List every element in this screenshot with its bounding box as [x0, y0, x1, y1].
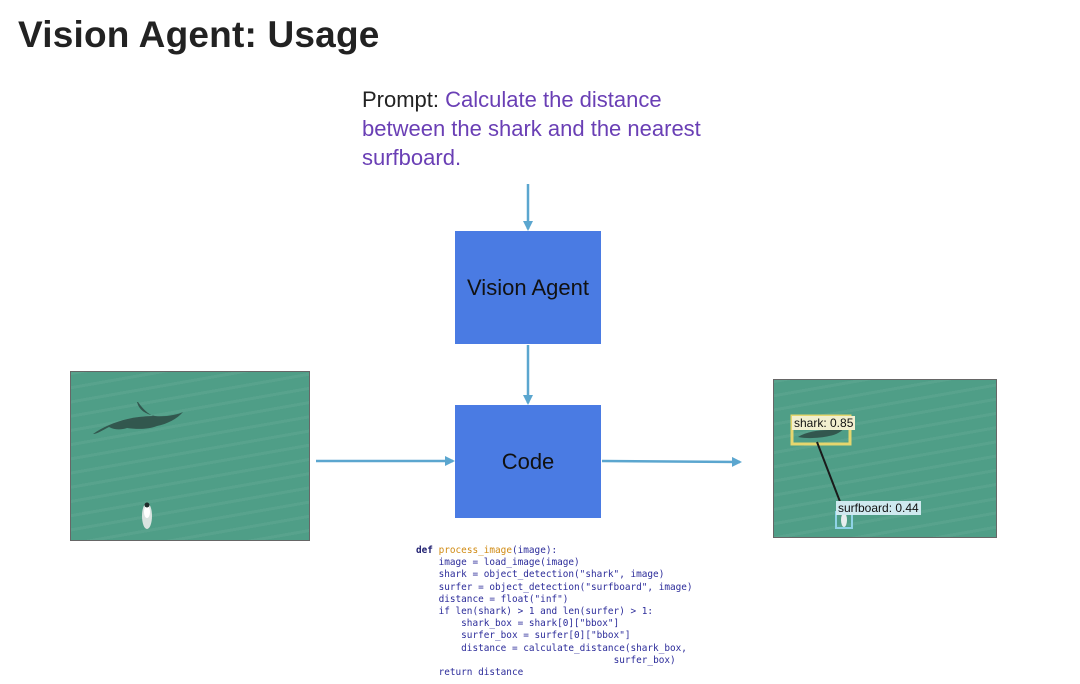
code-signature: (image): [511, 545, 558, 556]
input-image [70, 371, 310, 541]
scene-graphics [93, 402, 183, 529]
shark-detection-label: shark: 0.85 [792, 416, 856, 430]
code-line: distance = calculate_distance(shark_box, [461, 642, 687, 654]
code-function-name: process_image [438, 545, 512, 556]
code-def-keyword: def [416, 545, 433, 556]
output-image: shark: 0.85 surfboard: 0.44 [773, 379, 997, 538]
code-line: surfer_box) [613, 654, 676, 666]
prompt-label: Prompt: [362, 87, 440, 112]
distance-line [816, 441, 845, 513]
code-line: surfer_box = surfer[0]["bbox"] [461, 630, 631, 642]
vision-agent-box: Vision Agent [455, 231, 601, 344]
code-line: shark = object_detection("shark", image) [438, 569, 665, 581]
prompt-block: Prompt: Calculate the distance between t… [362, 85, 722, 172]
code-line: image = load_image(image) [438, 557, 580, 569]
code-box: Code [455, 405, 601, 518]
code-line: shark_box = shark[0]["bbox"] [461, 618, 620, 630]
code-line: distance = float("inf") [438, 593, 569, 605]
shark-icon [93, 402, 183, 434]
code-line: return distance [438, 667, 524, 679]
code-snippet: def process_image(image): image = load_i… [416, 545, 693, 679]
detection-graphics [790, 414, 853, 529]
water-texture [71, 372, 309, 540]
code-line: surfer = object_detection("surfboard", i… [438, 581, 693, 593]
surfer-icon [841, 513, 847, 527]
shark-icon [798, 422, 846, 439]
arrow-code-to-output [601, 456, 742, 467]
prompt-text: Calculate the distance between the shark… [362, 87, 701, 170]
slide-title: Vision Agent: Usage [18, 14, 380, 55]
code-line: if len(shark) > 1 and len(surfer) > 1: [438, 606, 654, 618]
surfer-icon [142, 502, 152, 529]
surfboard-detection-label: surfboard: 0.44 [836, 501, 921, 515]
